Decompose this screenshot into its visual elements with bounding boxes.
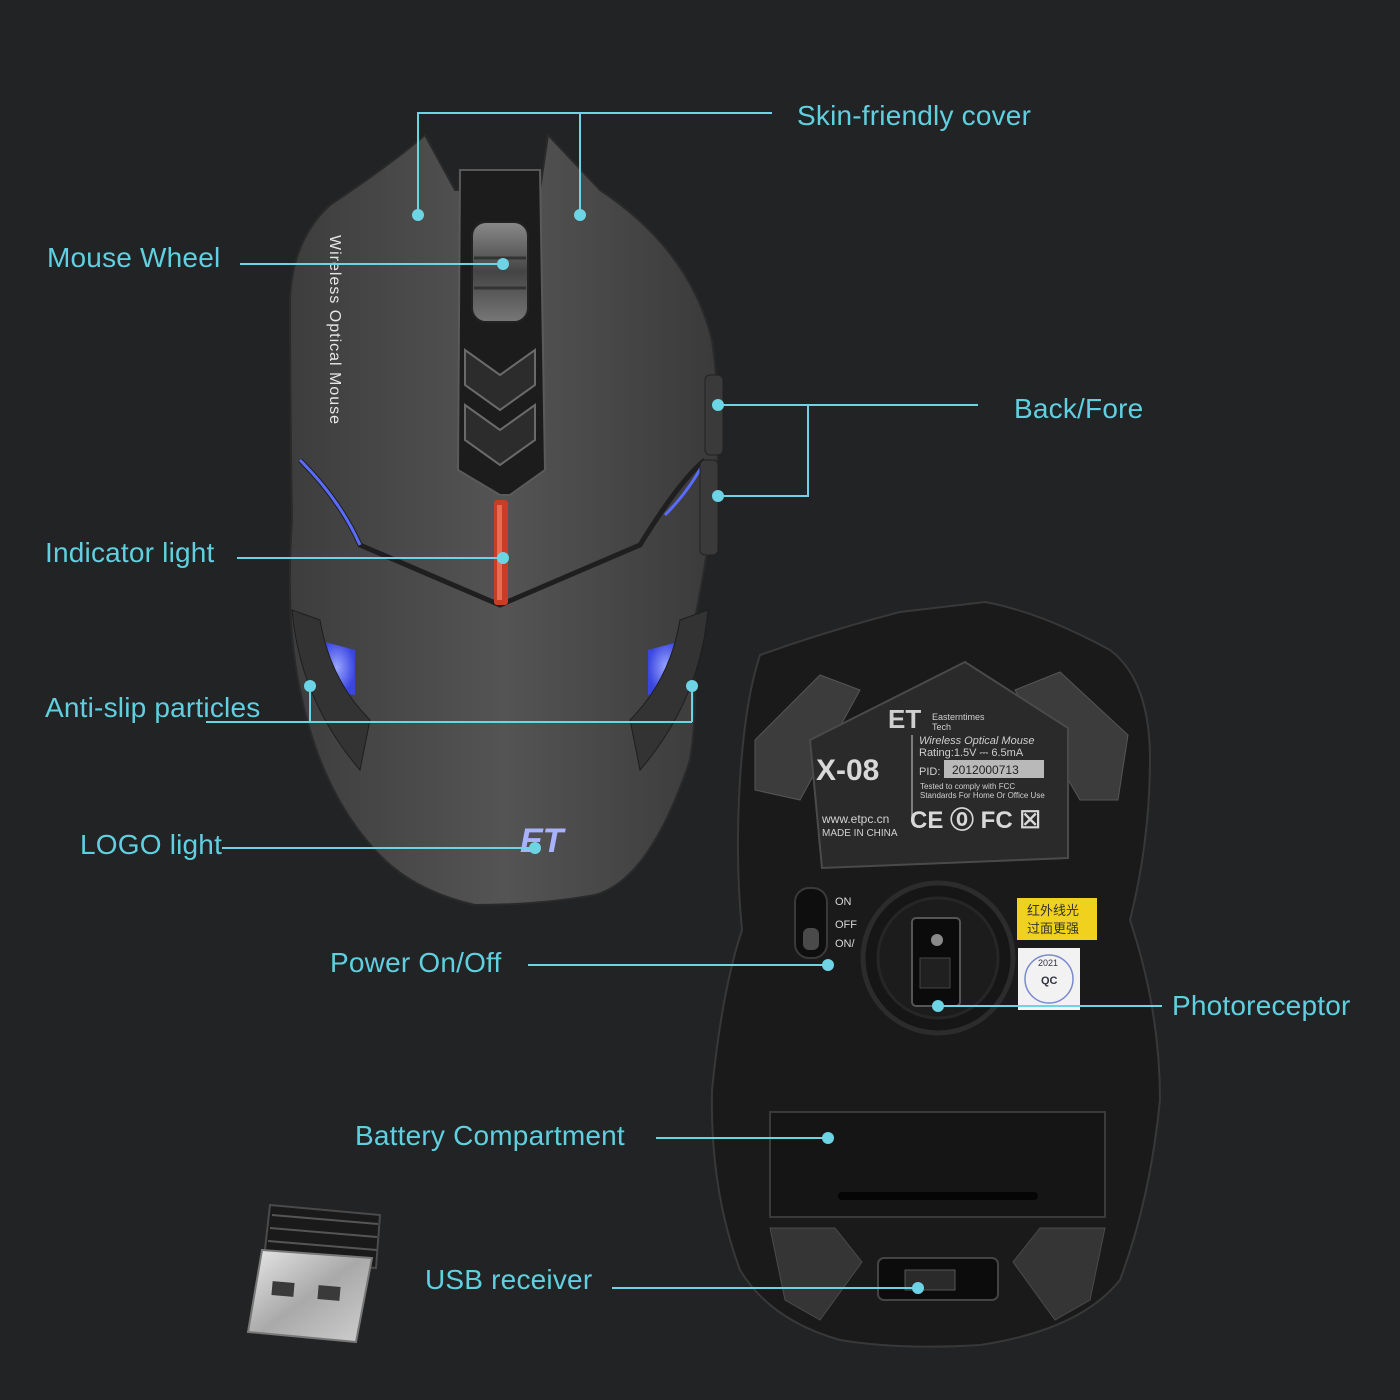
battery-cover (769, 1111, 1106, 1218)
label-anti-slip: Anti-slip particles (45, 692, 261, 723)
switch-on-light-label: ON/ (835, 938, 856, 950)
mouse-side-text: Wireless Optical Mouse (326, 235, 343, 425)
leader-dots (304, 209, 944, 1294)
back-button (699, 459, 719, 556)
label-skin-cover: Skin-friendly cover (797, 100, 1032, 131)
label-website: www.etpc.cn (821, 812, 889, 826)
grip-left (291, 609, 371, 772)
glide-pad-bottom-right (1012, 1227, 1106, 1321)
qc-mark: QC (1041, 975, 1058, 987)
dpi-button-upper (464, 348, 536, 412)
glide-pad-top-right (1014, 671, 1129, 801)
forward-button (704, 374, 724, 456)
label-mouse-wheel: Mouse Wheel (47, 242, 221, 273)
yellow-sticker (1017, 898, 1097, 940)
label-usb-receiver: USB receiver (425, 1264, 593, 1295)
label-pid: 2012000713 (952, 763, 1019, 777)
dpi-button-lower (464, 403, 536, 467)
label-made-in: MADE IN CHINA (822, 828, 898, 839)
mouse-bottom-view: ET Easterntimes Tech X-08 Wireless Optic… (710, 600, 1162, 1348)
usb-receiver-dongle (246, 1203, 382, 1344)
label-back-fore: Back/Fore (1014, 393, 1144, 424)
label-logo-light: LOGO light (80, 829, 223, 860)
label-pid-label: PID: (919, 766, 940, 778)
label-cert-marks: CE ⓪ FC ☒ (910, 806, 1041, 834)
mouse-top-view: Wireless Optical Mouse ET (288, 132, 724, 907)
label-brand-name-2: Tech (932, 722, 951, 732)
sticker-cn-1: 红外线光 (1027, 903, 1079, 919)
label-photoreceptor: Photoreceptor (1172, 990, 1351, 1021)
label-rating: Rating:1.5V ⎓ 6.5mA (919, 747, 1024, 759)
usb-plug-metal (246, 1248, 374, 1344)
label-indicator-light: Indicator light (45, 537, 215, 568)
label-brand-logo: ET (888, 704, 921, 734)
switch-off-label: OFF (835, 919, 857, 931)
label-battery: Battery Compartment (355, 1120, 625, 1151)
qc-year: 2021 (1038, 958, 1058, 968)
label-model: X-08 (816, 754, 879, 787)
label-plate (808, 660, 1069, 870)
label-fcc-2: Standards For Home Or Office Use (920, 791, 1045, 800)
qc-sticker (1018, 948, 1080, 1010)
sticker-cn-2: 过面更强 (1027, 922, 1079, 937)
label-fcc-1: Tested to comply with FCC (920, 782, 1015, 791)
label-brand-name-1: Easterntimes (932, 712, 985, 722)
grip-right (629, 609, 709, 772)
switch-on-label: ON (835, 896, 852, 908)
scroll-wheel (471, 221, 529, 323)
logo-light-mark: ET (520, 822, 567, 860)
label-product: Wireless Optical Mouse (919, 735, 1034, 747)
label-power: Power On/Off (330, 947, 502, 978)
